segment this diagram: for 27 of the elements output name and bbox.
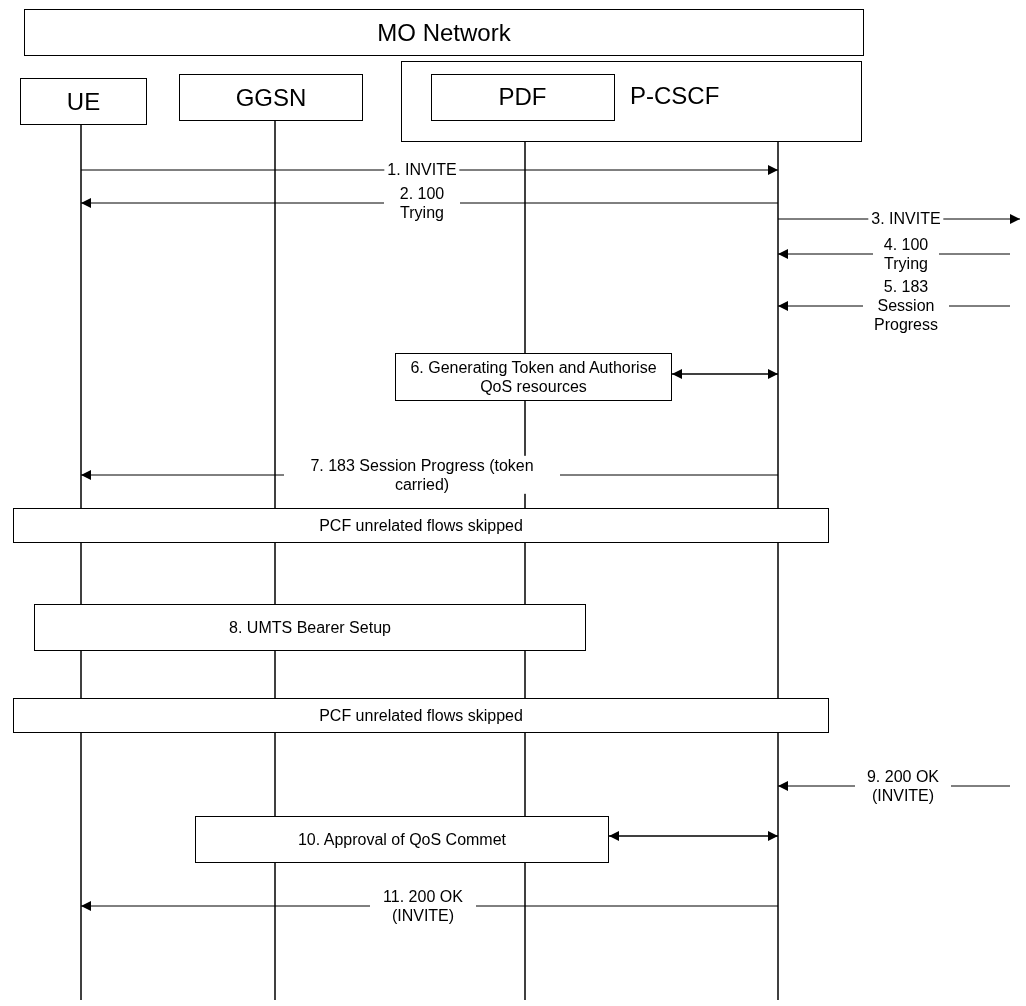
participant-name: UE [66, 87, 101, 116]
lifeline [776, 142, 780, 1000]
step-text: PCF unrelated flows skipped [318, 515, 524, 536]
process-box [13, 508, 829, 543]
participant-name: P-CSCF [630, 82, 720, 110]
header-box [24, 9, 864, 56]
participant-box [401, 61, 862, 142]
participant-box [20, 78, 147, 125]
process-box [13, 698, 829, 733]
step-text: PCF unrelated flows skipped [318, 705, 524, 726]
process-box [34, 604, 586, 651]
step-text: 8. UMTS Bearer Setup [228, 617, 392, 638]
step-text: 10. Approval of QoS Commet [296, 829, 508, 850]
message-arrow [671, 369, 779, 379]
message-arrow [608, 831, 779, 841]
participant-name: GGSN [235, 83, 307, 112]
process-box [395, 353, 672, 401]
participant-box [430, 73, 615, 121]
participant-name: PDF [498, 83, 547, 111]
participant-box [179, 74, 363, 121]
step-text: MO Network [377, 18, 511, 47]
message-arrow [80, 165, 779, 175]
edge-label: 5. 183 Session Progress [863, 277, 949, 335]
edge-label: 7. 183 Session Progress (token carried) [284, 455, 560, 495]
process-box [195, 816, 609, 863]
step-text: 6. Generating Token and Authorise QoS resources [409, 357, 658, 397]
message-arrow [80, 198, 779, 208]
